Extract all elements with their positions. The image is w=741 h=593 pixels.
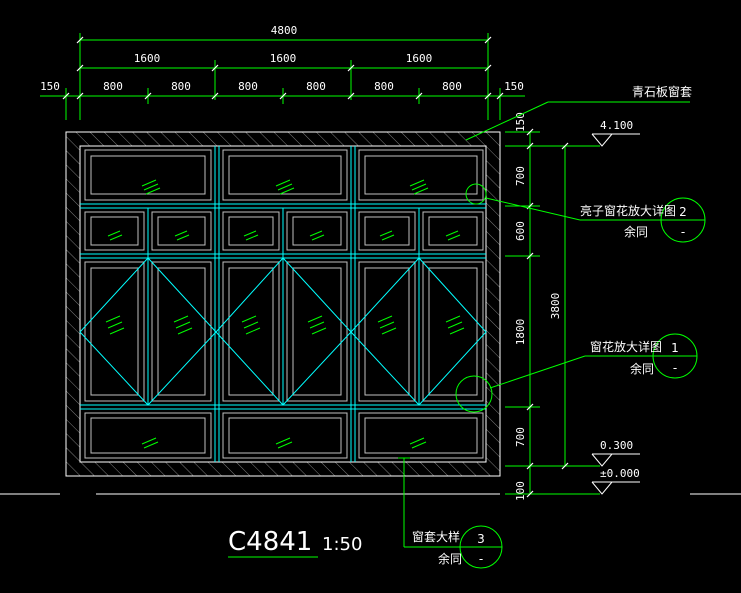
dim-bay-2: 1600 [270, 52, 297, 65]
callout-detail-1-label: 窗花放大详图 [590, 339, 662, 354]
top-dimension-ticks [62, 36, 504, 100]
callout-detail-1-note: 余同 [630, 361, 654, 376]
stone-window-trim [65, 131, 501, 477]
elevation-sill: 0.300 [600, 439, 633, 452]
drawing-title-scale: 1:50 [322, 534, 362, 555]
drawing-title-code: C4841 [228, 527, 312, 557]
callout-detail-3-sheet: - [479, 552, 483, 566]
window-frame [80, 146, 486, 462]
dim-bay-3: 1600 [406, 52, 433, 65]
dim-overall-width: 4800 [271, 24, 298, 37]
dim-right-margin: 150 [504, 80, 524, 93]
dim-row1: 700 [514, 166, 527, 186]
callout-detail-2-sheet: - [681, 225, 685, 239]
callout-detail-1-sheet: - [673, 361, 677, 375]
dim-base: 100 [514, 481, 527, 501]
dim-sub-6: 800 [442, 80, 462, 93]
callout-stone-trim: 青石板窗套 [632, 85, 692, 99]
callout-detail-3-number: 3 [477, 532, 485, 546]
leader-stone-trim [465, 101, 690, 141]
bottom-panel-row [84, 412, 484, 459]
dim-sub-5: 800 [374, 80, 394, 93]
dim-sub-2: 800 [171, 80, 191, 93]
transom-row-top [84, 149, 484, 201]
callout-detail-1-number: 1 [671, 341, 679, 355]
callout-detail-2-number: 2 [679, 205, 687, 219]
glass-marks [105, 179, 465, 449]
casement-row [84, 261, 484, 402]
dim-total-height: 3800 [549, 293, 562, 320]
top-dimensions [40, 33, 525, 120]
callout-detail-2-label: 亮子窗花放大详图 [580, 203, 676, 218]
right-dimensions [505, 131, 600, 495]
leader-detail-1 [455, 333, 698, 413]
diamond-lattice [79, 257, 487, 406]
dim-sub-3: 800 [238, 80, 258, 93]
dim-left-margin: 150 [40, 80, 60, 93]
transom-row-middle [84, 211, 484, 251]
dim-bay-1: 1600 [134, 52, 161, 65]
leader-detail-3 [398, 457, 503, 569]
elevation-markers [591, 133, 640, 495]
dim-row4: 700 [514, 427, 527, 447]
dim-row2: 600 [514, 221, 527, 241]
dim-top-trim: 150 [514, 112, 527, 132]
dim-sub-4: 800 [306, 80, 326, 93]
callout-detail-3-label: 窗套大样 [412, 529, 460, 544]
elevation-top: 4.100 [600, 119, 633, 132]
dim-row3: 1800 [514, 319, 527, 346]
callout-detail-2-note: 余同 [624, 224, 648, 239]
leader-detail-2 [465, 183, 706, 243]
elevation-floor: ±0.000 [600, 467, 640, 480]
dim-sub-1: 800 [103, 80, 123, 93]
callout-detail-3-note: 余同 [438, 551, 462, 566]
